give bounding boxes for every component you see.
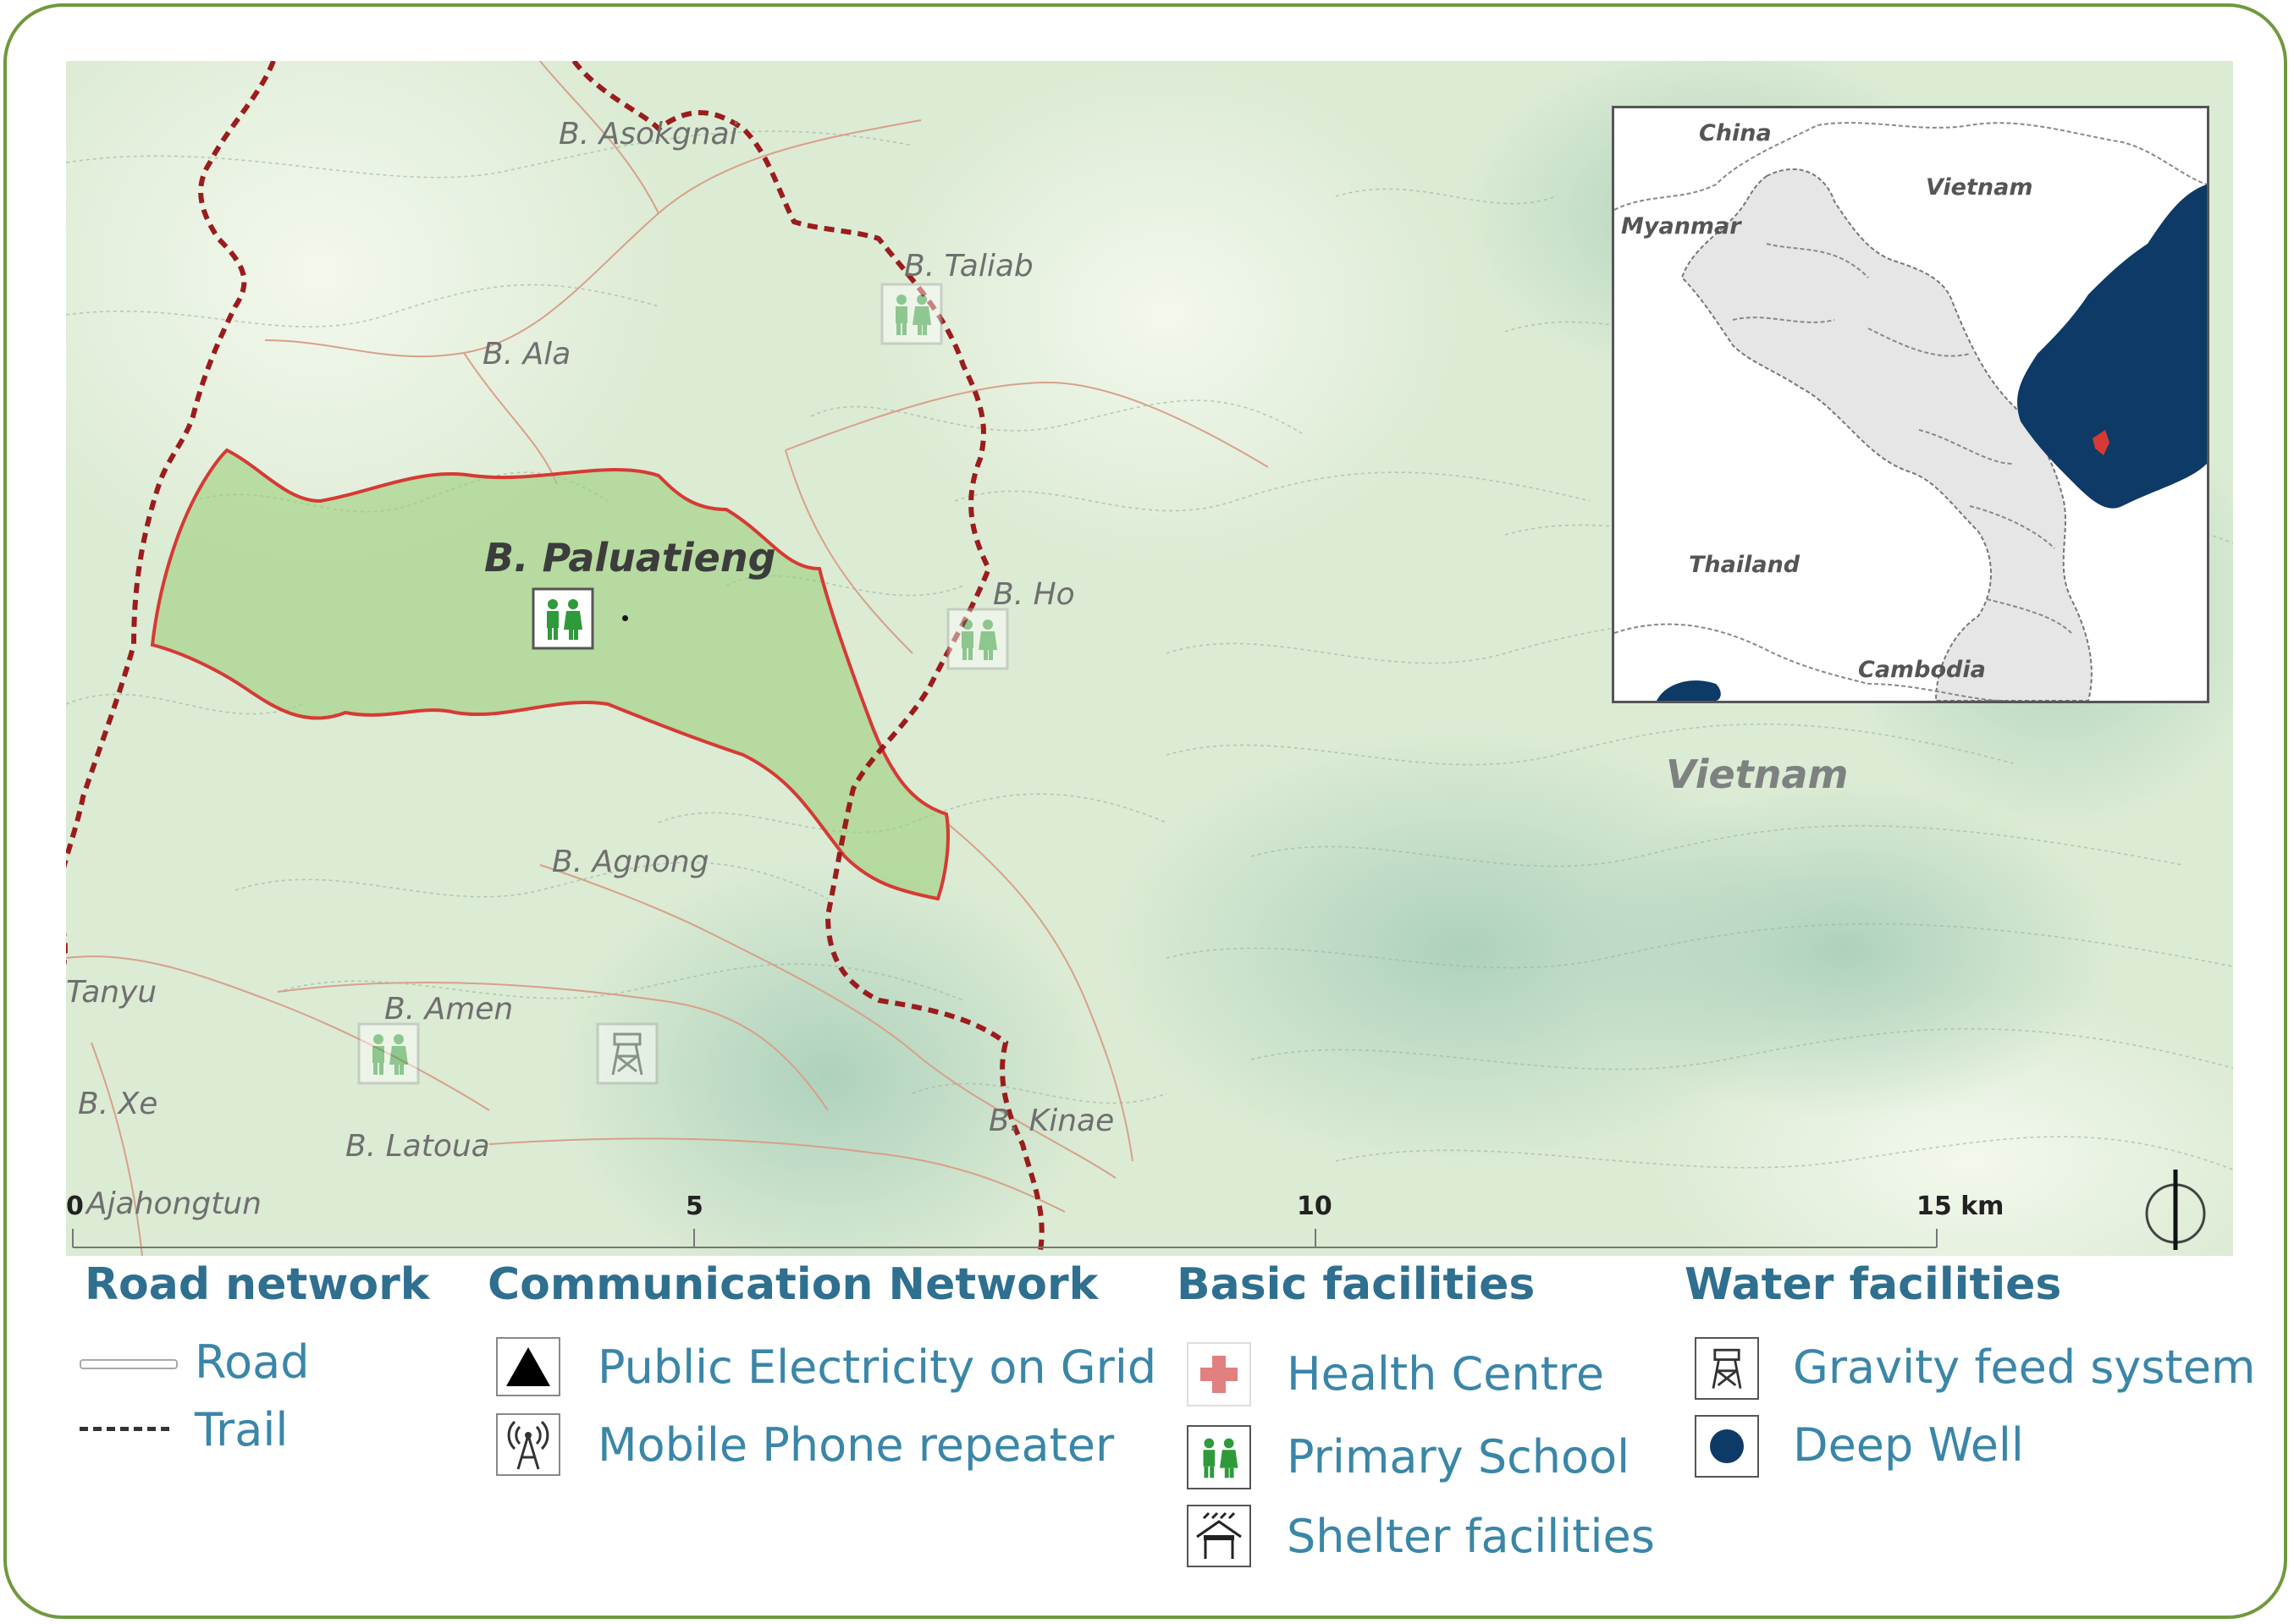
village-label-xe: B. Xe [78,1087,158,1121]
map-panel: B. Asokgnai B. Taliab B. Ala B. Paluatie… [66,61,2233,1256]
legend-label-electricity: Public Electricity on Grid [598,1340,1157,1394]
school-children-icon [1187,1425,1251,1489]
scale-label-15km: 15 km [1916,1192,2004,1221]
legend-label-deep-well: Deep Well [1793,1418,2024,1472]
school-children-icon [532,587,594,653]
legend-label-primary-school: Primary School [1287,1430,1630,1484]
legend-label-health-centre: Health Centre [1287,1347,1605,1401]
health-cross-icon [1187,1342,1251,1407]
village-label-ho: B. Ho [993,577,1075,612]
trail-border-east [571,61,1045,1256]
inset-label-vietnam: Vietnam [1926,174,2033,201]
village-label-taliab: B. Taliab [904,249,1034,284]
water-tower-icon [1695,1337,1759,1400]
inset-label-china: China [1699,120,1772,146]
school-children-icon [880,283,943,349]
village-label-ajahongtun: Ajahongtun [86,1186,262,1221]
trail-border-west [66,61,276,966]
north-arrow-icon [2145,1170,2206,1250]
laos-country-shape [1680,168,2093,701]
village-label-paluatieng: B. Paluatieng [484,535,776,581]
sea-shape [2017,184,2207,509]
legend-label-shelter: Shelter facilities [1287,1510,1655,1563]
legend-heading-road-network: Road network [85,1259,430,1310]
scale-label-10: 10 [1297,1192,1332,1221]
water-tower-icon [596,1022,659,1088]
road-lines [66,61,1269,1256]
village-label-amen: B. Amen [384,992,514,1027]
scale-bar [72,1229,1938,1248]
deep-well-icon [1695,1415,1759,1478]
village-label-tanyu: Tanyu [66,975,157,1010]
legend-label-gravity-feed: Gravity feed system [1793,1340,2256,1394]
legend-heading-communication: Communication Network [488,1259,1099,1310]
village-label-kinae: B. Kinae [989,1104,1115,1138]
legend-label-trail: Trail [195,1403,289,1456]
school-children-icon [946,608,1009,674]
inset-label-thailand: Thailand [1689,552,1800,578]
study-area-marker [2093,430,2109,455]
terrain-map [66,61,2233,1256]
scale-label-5: 5 [686,1192,703,1221]
village-label-ala: B. Ala [483,337,571,372]
inset-label-cambodia: Cambodia [1858,657,1986,683]
legend-label-repeater: Mobile Phone repeater [598,1418,1115,1472]
sea-shape-gulf [1657,680,1721,701]
triangle-icon [496,1337,560,1396]
village-label-agnong: B. Agnong [552,845,709,879]
inset-label-myanmar: Myanmar [1621,213,1741,239]
shelter-icon [1187,1505,1251,1567]
inset-map: China Vietnam Myanmar Thailand Cambodia [1612,106,2209,703]
village-label-latoua: B. Latoua [345,1129,490,1164]
village-label-asokgnai: B. Asokgnai [559,117,738,151]
legend-heading-water-facilities: Water facilities [1685,1259,2062,1310]
country-label-vietnam: Vietnam [1666,751,1849,797]
scale-label-0: 0 [66,1192,84,1221]
province-borders [1614,122,2207,701]
inset-map-svg [1614,122,2207,701]
school-children-icon [357,1022,420,1088]
antenna-tower-icon [496,1413,560,1476]
paluatieng-area [150,448,950,901]
legend-heading-basic-facilities: Basic facilities [1177,1259,1536,1310]
village-center-dot [622,615,628,621]
road-line-symbol [80,1359,178,1369]
trail-line-symbol [80,1427,169,1431]
legend-label-road: Road [195,1335,310,1389]
